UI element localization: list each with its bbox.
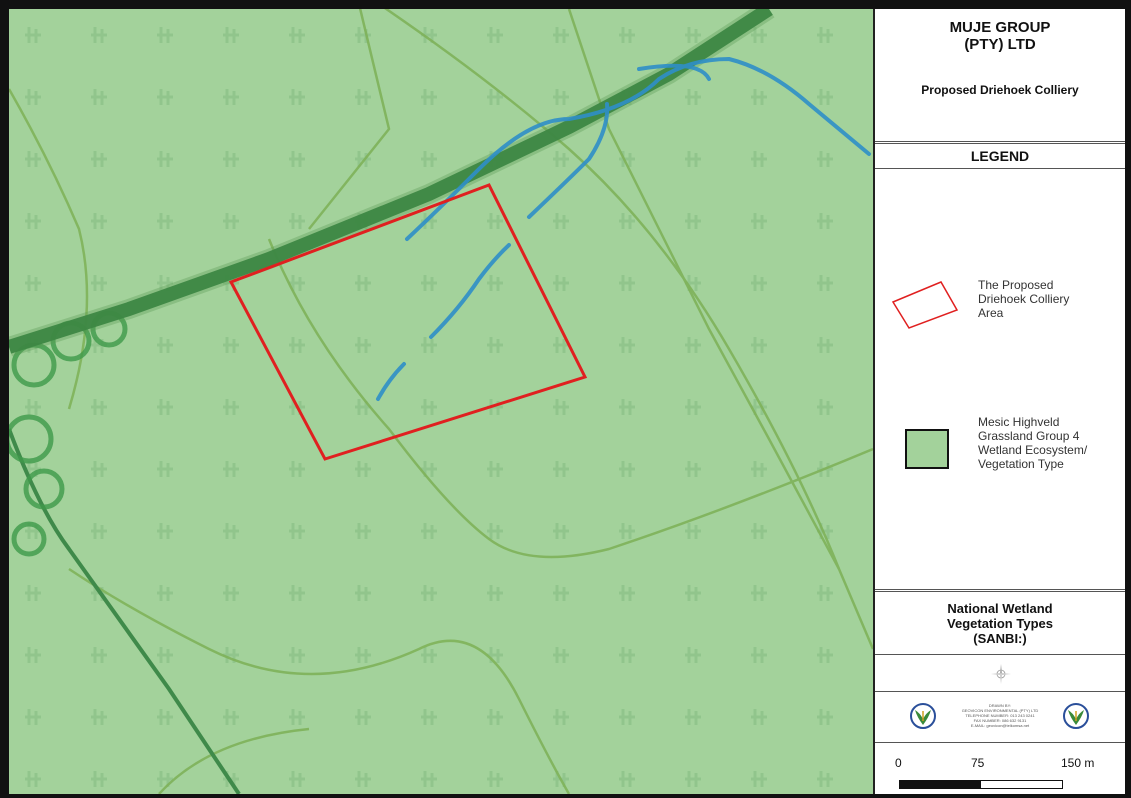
- project-name: Proposed Driehoek Colliery: [921, 83, 1079, 97]
- legend-body: The Proposed Driehoek Colliery Area Mesi…: [875, 170, 1125, 590]
- legend-panel: MUJE GROUP (PTY) LTD Proposed Driehoek C…: [875, 9, 1125, 794]
- company-logo-icon: [910, 703, 936, 729]
- pan-circle: [11, 521, 47, 557]
- company-name: MUJE GROUP (PTY) LTD: [949, 19, 1051, 53]
- stream: [637, 63, 711, 81]
- map-symbol-pattern: [9, 9, 873, 794]
- stream: [376, 362, 406, 401]
- proposed-colliery-boundary[interactable]: [228, 183, 588, 461]
- contour-line: [68, 567, 571, 794]
- contour-line: [267, 238, 873, 559]
- scale-bar-block: 0 75 150 m: [875, 744, 1125, 794]
- pan-circle: [9, 414, 54, 464]
- legend-label: Mesic Highveld Grassland Group 4 Wetland…: [978, 415, 1088, 471]
- company-logo-icon: [1063, 703, 1089, 729]
- map-title-block: National Wetland Vegetation Types (SANBI…: [875, 591, 1125, 655]
- scale-bar-black-segment: [900, 781, 981, 788]
- contour-line: [384, 9, 841, 570]
- scale-label-0: 0: [895, 756, 902, 770]
- map-view[interactable]: [9, 9, 875, 794]
- title-block: MUJE GROUP (PTY) LTD Proposed Driehoek C…: [875, 9, 1125, 142]
- scale-label-75: 75: [971, 756, 985, 770]
- credits-text: DRAWN BY: GEOVICON ENVIRONMENTAL (PTY) L…: [961, 703, 1039, 728]
- stream: [429, 243, 511, 339]
- contour-line: [9, 88, 89, 410]
- scale-bar: [899, 780, 1063, 789]
- legend-label: The Proposed Driehoek Colliery Area: [978, 278, 1070, 320]
- legend-header: LEGEND: [875, 143, 1125, 169]
- map-title: National Wetland Vegetation Types (SANBI…: [947, 601, 1053, 646]
- map-canvas: [9, 9, 873, 794]
- legend-heading: LEGEND: [970, 148, 1030, 164]
- stream: [405, 56, 871, 241]
- compass-rose-icon: [991, 664, 1011, 684]
- north-arrow-block: [875, 656, 1125, 692]
- contour-line: [158, 727, 310, 794]
- contour-line: [308, 9, 391, 230]
- green-fill-symbol: [905, 429, 949, 469]
- red-polygon-symbol: [891, 281, 959, 329]
- stream: [527, 102, 610, 219]
- scale-label-150: 150 m: [1061, 756, 1095, 770]
- pan-circle: [23, 468, 65, 510]
- credits-block: DRAWN BY: GEOVICON ENVIRONMENTAL (PTY) L…: [875, 693, 1125, 743]
